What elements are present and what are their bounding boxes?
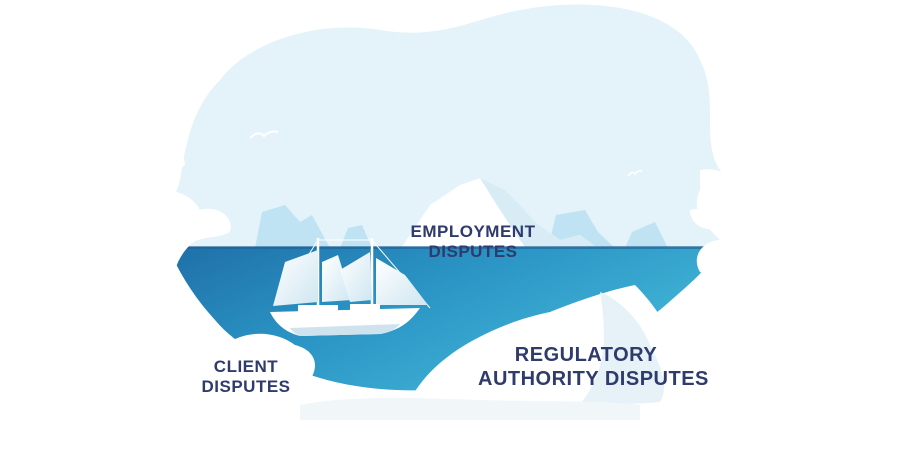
central-iceberg-shade	[480, 178, 625, 268]
sailing-ship-icon	[270, 238, 431, 336]
cloud-left	[139, 190, 231, 300]
label-client-line1: CLIENT	[213, 357, 279, 376]
seagull-icon	[249, 130, 279, 139]
distant-iceberg-right	[548, 210, 615, 248]
label-employment-line2: DISPUTES	[428, 242, 518, 262]
label-client-line2: DISPUTES	[201, 377, 291, 397]
cloud-right	[696, 169, 754, 275]
foreground-reflection	[300, 397, 640, 420]
cloud-left-upper	[150, 145, 185, 177]
distant-iceberg-far-right	[625, 222, 668, 248]
distant-iceberg-small	[340, 225, 372, 248]
label-regulatory-line2: AUTHORITY DISPUTES	[478, 368, 709, 390]
cloud-right-mid	[690, 208, 719, 230]
distant-iceberg-left	[255, 205, 330, 248]
label-employment-line1: EMPLOYMENT	[410, 222, 536, 241]
label-regulatory-authority-disputes: REGULATORY AUTHORITY DISPUTES	[478, 343, 709, 391]
foreground-ice-left	[160, 333, 325, 410]
label-regulatory-line1: REGULATORY	[514, 344, 658, 366]
horizon-line	[168, 246, 720, 249]
sky-background	[166, 4, 739, 251]
label-client-disputes: CLIENT DISPUTES	[192, 357, 300, 398]
foreground-iceberg-shade	[580, 292, 665, 405]
label-employment-disputes: EMPLOYMENT DISPUTES	[398, 222, 548, 263]
seagull-icon-small	[627, 170, 643, 177]
